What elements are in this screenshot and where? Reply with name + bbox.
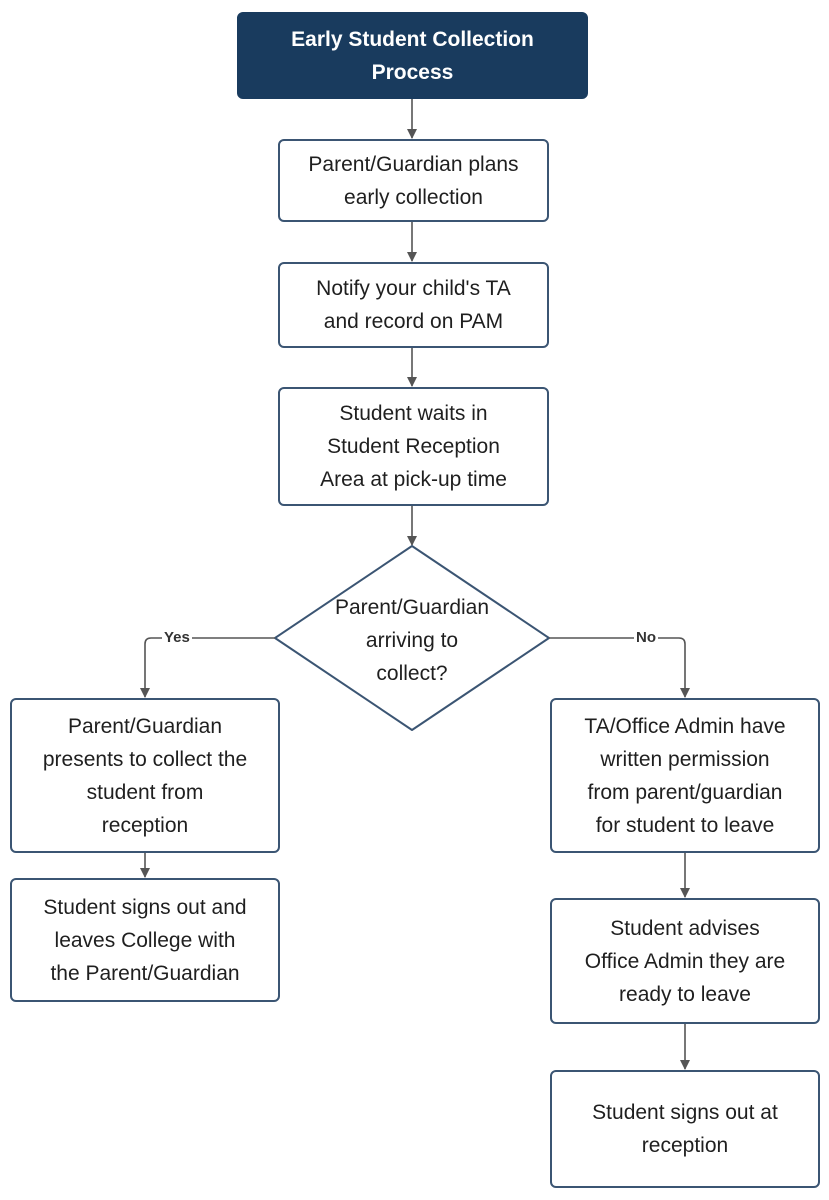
title-text: Early Student Collection Process <box>291 27 534 84</box>
no-advise-box: Student advises Office Admin they are re… <box>550 898 820 1024</box>
step-wait-box: Student waits in Student Reception Area … <box>278 387 549 506</box>
no-signout-text: Student signs out at reception <box>592 1101 778 1157</box>
connector-yes <box>140 637 275 698</box>
yes-label: Yes <box>162 629 192 647</box>
yes-present-text: Parent/Guardian presents to collect the … <box>42 714 248 837</box>
no-permission-text: TA/Office Admin have written permission … <box>584 714 786 837</box>
no-advise-text: Student advises Office Admin they are re… <box>584 916 786 1006</box>
step-wait-text: Student waits in Student Reception Area … <box>320 402 507 491</box>
title-box: Early Student Collection Process <box>237 12 588 99</box>
yes-signout-box: Student signs out and leaves College wit… <box>10 878 280 1002</box>
step-notify-text: Notify your child's TA and record on PAM <box>316 277 511 333</box>
decision-text: Parent/Guardian arriving to collect? <box>300 588 524 692</box>
step-plan-box: Parent/Guardian plans early collection <box>278 139 549 222</box>
connector-no <box>549 637 690 698</box>
decision-question: Parent/Guardian arriving to collect? <box>334 595 490 685</box>
no-signout-box: Student signs out at reception <box>550 1070 820 1188</box>
decision-diamond <box>274 545 550 731</box>
step-notify-box: Notify your child's TA and record on PAM <box>278 262 549 348</box>
yes-signout-text: Student signs out and leaves College wit… <box>43 895 247 985</box>
step-plan-text: Parent/Guardian plans early collection <box>308 152 519 209</box>
yes-present-box: Parent/Guardian presents to collect the … <box>10 698 280 853</box>
no-label: No <box>634 629 658 647</box>
no-permission-box: TA/Office Admin have written permission … <box>550 698 820 853</box>
